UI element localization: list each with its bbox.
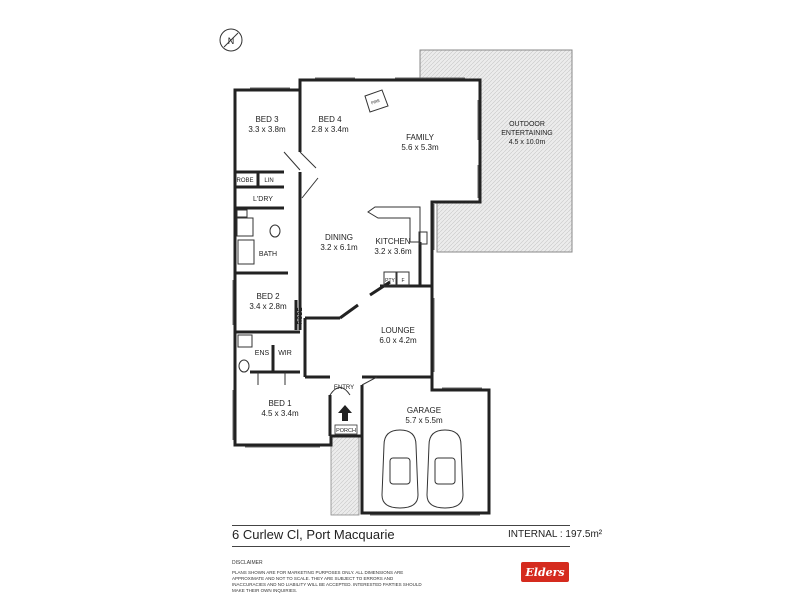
bed1-name: BED 1 [268,399,292,408]
car-left-icon [381,429,419,509]
lounge-name: LOUNGE [381,326,415,335]
dining-size: 3.2 x 6.1m [320,243,358,252]
garage-name: GARAGE [407,406,441,415]
bed1-size: 4.5 x 3.4m [261,409,299,418]
disclaimer-title: DISCLAIMER [232,560,263,566]
ensuite-shower [237,334,253,348]
exterior-walls [233,78,491,515]
outdoor-name-2: ENTERTAINING [501,130,552,137]
property-address: 6 Curlew Cl, Port Macquarie [232,527,395,542]
doors [257,151,378,396]
outdoor-name-1: OUTDOOR [509,121,545,128]
bath-label: BATH [259,251,277,258]
pantry [383,271,397,287]
windows [232,77,482,516]
family-name: FAMILY [406,133,435,142]
vanity [236,209,248,218]
toilet [269,224,281,238]
north-arrow-icon: N [219,28,243,52]
ldry-label: L'DRY [253,196,273,203]
car-right-icon [426,429,464,509]
bed2-name: BED 2 [256,292,280,301]
elders-logo: Elders [521,562,569,582]
garage-size: 5.7 x 5.5m [405,416,443,425]
bed4-name: BED 4 [318,115,342,124]
fridge-label: F [401,278,404,284]
lin-label: LIN [264,178,273,184]
robe2-label: ROBE [298,307,304,324]
bed3-size: 3.3 x 3.8m [248,125,286,134]
wir-label: WIR [278,350,292,357]
fridge-space [396,271,410,287]
family-size: 5.6 x 5.3m [401,143,439,152]
porch-label: PORCH [336,428,356,434]
entry-label: ENTRY [334,385,354,391]
bed2-size: 3.4 x 2.8m [249,302,287,311]
porch-area [330,436,360,516]
kitchen-size: 3.2 x 3.6m [374,247,412,256]
porch-label-box [334,424,358,435]
bed3-name: BED 3 [255,115,279,124]
kitchen-name: KITCHEN [375,237,410,246]
robe1-label: ROBE [236,178,253,184]
shower [236,217,254,237]
footer-rule-top [232,525,570,526]
pantry-label: PTY [385,278,395,284]
entry-arrow-icon [338,405,352,421]
cooktop [418,231,428,245]
compass-letter: N [228,36,235,46]
bed4-size: 2.8 x 3.4m [311,125,349,134]
internal-area: INTERNAL : 197.5m² [508,529,603,540]
dining-name: DINING [325,233,353,242]
bathtub [237,239,255,265]
fire-label: FIRE [370,98,381,106]
fireplace [364,89,389,113]
footer-rule-bottom [232,546,570,547]
kitchen-bench [367,206,421,243]
disclaimer-text: PLANS SHOWN ARE FOR MARKETING PURPOSES O… [232,570,422,593]
ensuite-toilet [238,359,250,373]
ens-label: ENS [255,350,270,357]
lounge-size: 6.0 x 4.2m [379,336,417,345]
outdoor-size: 4.5 x 10.0m [509,139,546,146]
